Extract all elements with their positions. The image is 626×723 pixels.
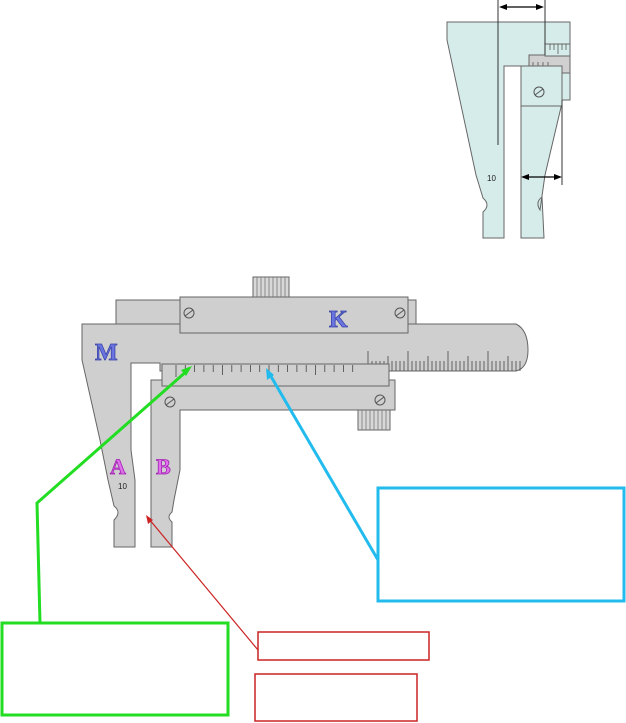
sliding-jaw <box>150 379 396 548</box>
fine-adjust-screw <box>374 394 386 406</box>
inset-detail: 10 <box>446 0 571 239</box>
inset-vernier-jaw <box>520 65 563 107</box>
jaw-screw <box>164 396 176 408</box>
cyan-leader <box>266 368 380 561</box>
jaw-number: 10 <box>118 482 127 491</box>
cyan-callout-box <box>376 486 626 603</box>
green-callout-box <box>0 621 230 717</box>
red-leader <box>146 515 259 651</box>
green-leader <box>35 366 192 624</box>
label-a: A <box>110 454 126 479</box>
inset-jaw-number: 10 <box>487 174 496 183</box>
label-k: K <box>329 307 348 333</box>
main-scale-ticks <box>367 351 521 371</box>
red-callout-box-1 <box>257 631 430 661</box>
label-m: M <box>95 340 118 366</box>
top-slider <box>179 296 409 334</box>
red-callout-box-2 <box>254 673 418 722</box>
slider-screw-left <box>183 307 195 319</box>
slider-screw-right <box>394 307 406 319</box>
label-b: B <box>156 454 171 479</box>
top-thumbwheel <box>252 276 290 298</box>
caliper: M K A B 10 <box>81 276 529 548</box>
